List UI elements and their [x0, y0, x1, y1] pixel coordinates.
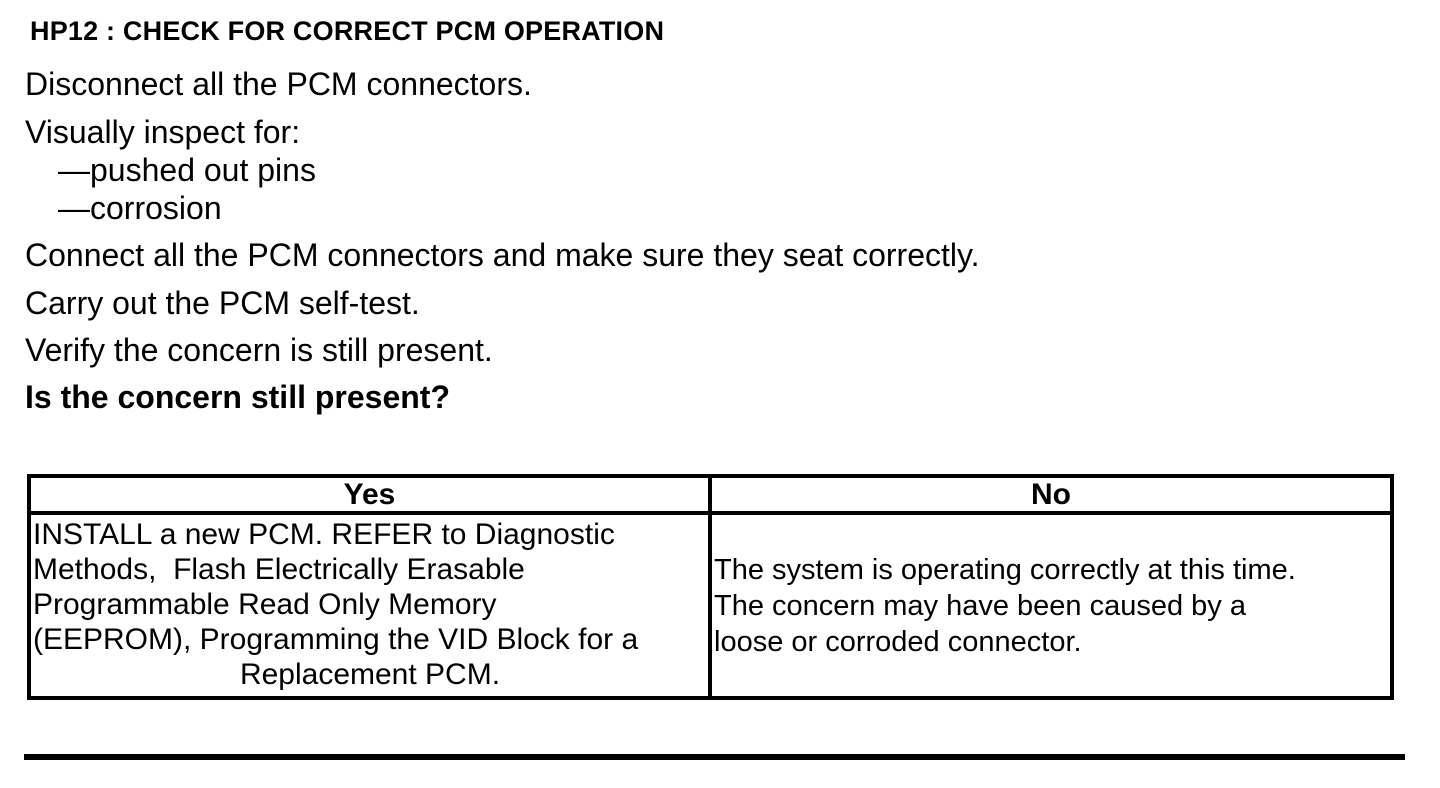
yes-action-line: Methods, Flash Electrically Erasable: [33, 553, 525, 586]
yes-action-line: (EEPROM), Programming the VID Block for …: [33, 623, 639, 656]
procedure-step: Verify the concern is still present.: [25, 332, 493, 368]
procedure-list-item: —corrosion: [58, 190, 222, 226]
procedure-step: Disconnect all the PCM connectors.: [25, 66, 532, 102]
yes-action-line: Programmable Read Only Memory: [33, 588, 497, 621]
procedure-step: Connect all the PCM connectors and make …: [25, 237, 980, 273]
procedure-step: Visually inspect for:: [25, 114, 301, 150]
no-column-header: No: [708, 474, 1394, 515]
no-action-cell: The system is operating correctly at thi…: [708, 511, 1394, 700]
yes-action-cell: INSTALL a new PCM. REFER to Diagnostic M…: [27, 511, 712, 700]
decision-table-body-row: INSTALL a new PCM. REFER to Diagnostic M…: [27, 511, 1394, 700]
no-action-line: loose or corroded connector.: [714, 625, 1082, 658]
no-action-line: The concern may have been caused by a: [714, 589, 1246, 622]
yes-column-header: Yes: [27, 474, 712, 515]
decision-table-header-row: Yes No: [27, 474, 1394, 515]
horizontal-rule: [24, 754, 1405, 760]
yes-action-line: Replacement PCM.: [239, 658, 501, 691]
document-content: HP12 : CHECK FOR CORRECT PCM OPERATION D…: [25, 16, 1394, 700]
procedure-list-item: —pushed out pins: [58, 152, 316, 188]
no-action-line: The system is operating correctly at thi…: [714, 553, 1296, 586]
decision-question: Is the concern still present?: [25, 379, 450, 415]
decision-table: Yes No INSTALL a new PCM. REFER to Diagn…: [27, 474, 1394, 700]
yes-action-line: INSTALL a new PCM. REFER to Diagnostic: [33, 518, 615, 551]
page-title: HP12 : CHECK FOR CORRECT PCM OPERATION: [30, 16, 665, 46]
procedure-step: Carry out the PCM self-test.: [25, 285, 420, 321]
